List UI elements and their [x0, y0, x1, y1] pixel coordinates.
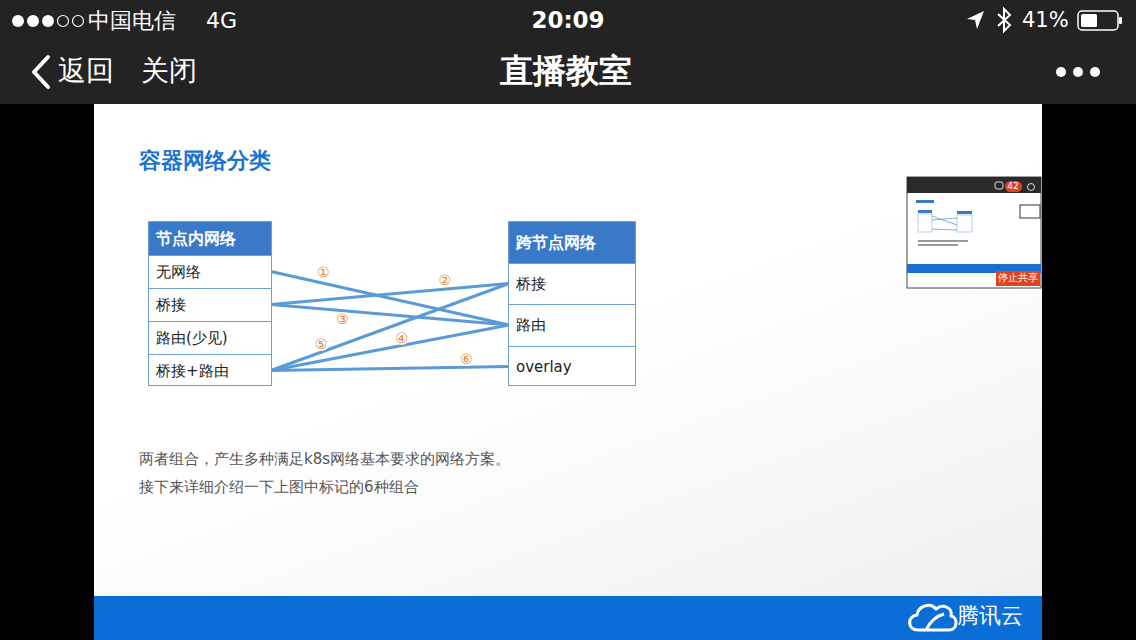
brand-name: 腾讯云 [957, 603, 1023, 629]
table-cell: 桥接+路由 [149, 354, 271, 387]
table-cell: 路由 [509, 304, 635, 346]
battery-icon [1078, 11, 1122, 30]
cell-text: 桥接 [149, 289, 186, 321]
close-button: 关闭 [141, 54, 197, 88]
callout-number: ② [437, 273, 452, 287]
table-box: 节点内网络无网络桥接路由(少见)桥接+路由 [148, 221, 272, 386]
footer-band [94, 596, 1042, 640]
cell-text: 无网络 [149, 256, 201, 288]
connector-line [271, 272, 509, 326]
thumbnail [907, 177, 1041, 288]
carrier-name: 中国电信 [88, 8, 176, 34]
page-title: 直播教室 [500, 51, 632, 91]
callout-number: ⑥ [459, 352, 474, 366]
clock: 20:09 [531, 7, 604, 35]
table-cell: 路由(少见) [149, 321, 271, 354]
signal-dots [12, 15, 84, 27]
slide-text: 接下来详细介绍一下上图中标记的6种组合 [139, 478, 419, 496]
message-count: 42 [1007, 181, 1018, 192]
cell-text: 桥接 [509, 264, 546, 304]
battery-percent: 41% [1022, 8, 1069, 33]
cell-text: 路由(少见) [149, 322, 228, 354]
callout-number: ③ [335, 312, 350, 326]
connector-line [271, 284, 509, 305]
cell-text: 路由 [509, 305, 546, 346]
table-cell: 无网络 [149, 255, 271, 288]
table-cell: 桥接 [509, 263, 635, 304]
slide-title: 容器网络分类 [139, 148, 271, 174]
more-dots [1056, 67, 1100, 77]
table-cell: 桥接 [149, 288, 271, 321]
cell-text: overlay [509, 347, 572, 387]
bluetooth-icon [998, 9, 1010, 31]
back-button: 返回 [58, 54, 114, 88]
stop-share-button: 停止共享 [998, 272, 1038, 284]
table-header: 跨节点网络 [509, 222, 635, 263]
cell-text: 桥接+路由 [149, 355, 229, 387]
slide-text: 两者组合，产生多种满足k8s网络基本要求的网络方案。 [139, 450, 510, 468]
connector-line [271, 325, 509, 371]
connector-line [271, 284, 509, 371]
callout-number: ⑤ [314, 337, 329, 351]
location-icon [967, 11, 984, 29]
back-chevron [34, 57, 48, 87]
table-cell: overlay [509, 346, 635, 387]
table-box: 跨节点网络桥接路由overlay [508, 221, 636, 386]
table-header: 节点内网络 [149, 222, 271, 255]
connector-line [271, 305, 509, 326]
callout-number: ① [316, 265, 331, 279]
connector-line [271, 367, 509, 371]
cloud-logo [910, 605, 956, 630]
callout-number: ④ [395, 331, 410, 345]
network-type: 4G [206, 8, 237, 34]
